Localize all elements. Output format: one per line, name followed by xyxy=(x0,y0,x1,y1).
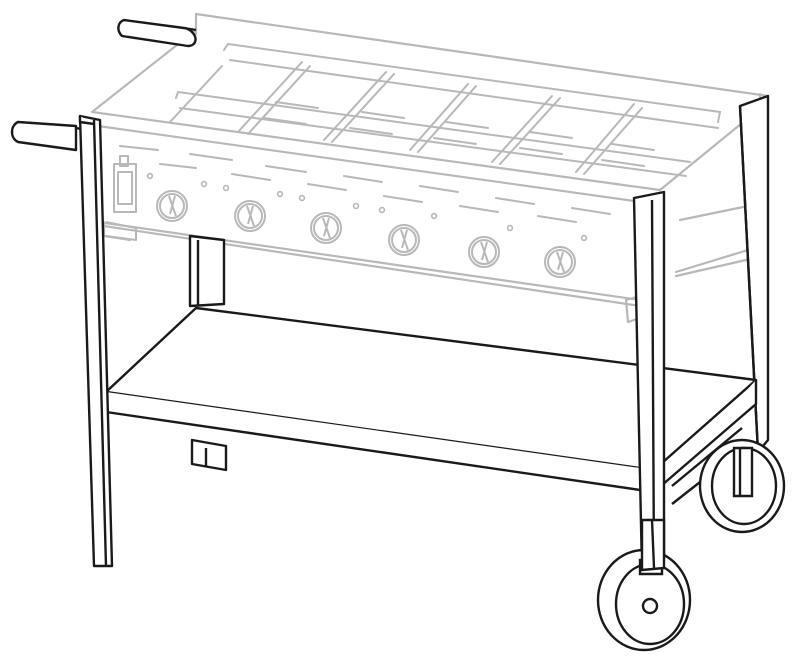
burner-knob xyxy=(388,224,420,256)
burner-knob xyxy=(156,190,188,222)
cart-frame xyxy=(78,94,770,572)
leg-rear-left xyxy=(188,234,226,308)
burner-knob xyxy=(234,200,266,232)
front-rim xyxy=(90,110,662,192)
gas-regulator xyxy=(105,155,137,241)
back-rim xyxy=(194,12,770,98)
cart-handles xyxy=(10,18,197,152)
burner-knobs xyxy=(156,190,576,278)
wheel-front xyxy=(596,548,692,652)
panel-vents xyxy=(119,145,611,223)
wheel-rear xyxy=(698,438,786,534)
grill-grates xyxy=(169,42,722,177)
handle-top xyxy=(117,18,197,48)
burner-knob xyxy=(544,246,576,278)
igniter-dots xyxy=(146,172,588,242)
leg-front-right xyxy=(632,190,666,572)
wheel-hub xyxy=(641,597,659,615)
burner-knob xyxy=(468,236,500,268)
leg-front-right-lower xyxy=(640,518,666,572)
burner-knob xyxy=(310,212,342,244)
